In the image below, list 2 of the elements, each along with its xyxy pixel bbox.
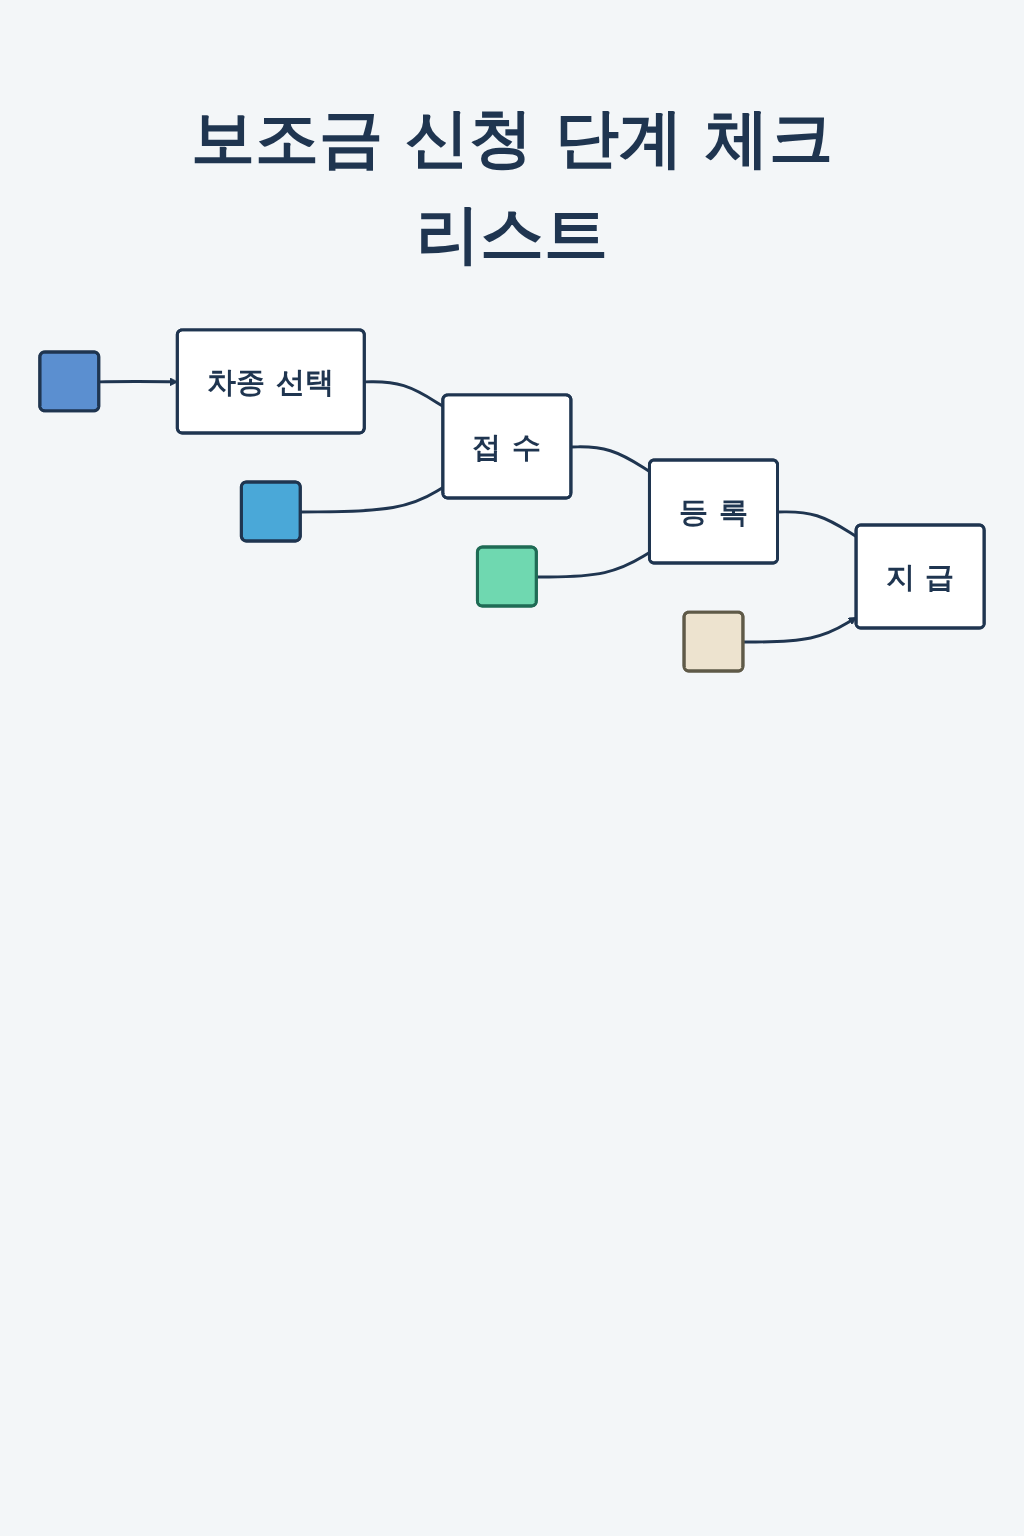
- arrow: [743, 616, 857, 644]
- title: 보조금 신청 단계 체크리스트: [189, 100, 835, 273]
